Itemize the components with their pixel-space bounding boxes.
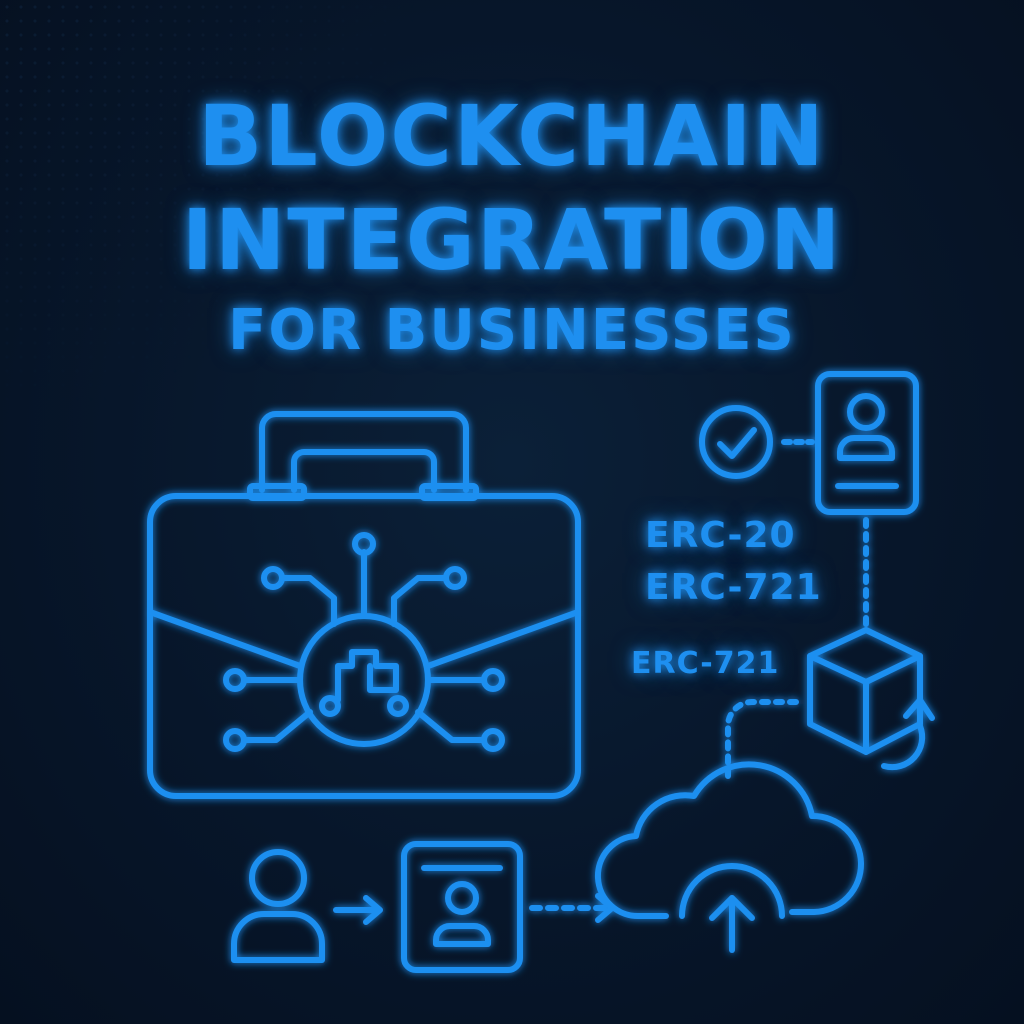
title-line-2: INTEGRATION xyxy=(181,191,843,289)
checkmark-circle-icon xyxy=(699,405,773,479)
dashed-connector xyxy=(725,699,799,779)
briefcase-icon xyxy=(147,411,581,799)
user-icon xyxy=(231,849,325,963)
label-erc721-b: ERC-721 xyxy=(631,646,780,681)
arrow-right-icon xyxy=(333,895,383,925)
title-line-1: BLOCKCHAIN xyxy=(198,87,826,185)
label-erc20: ERC-20 xyxy=(645,515,796,556)
dashed-arrow-icon xyxy=(529,893,615,923)
label-erc721-a: ERC-721 xyxy=(645,567,822,608)
profile-document-icon xyxy=(401,841,523,973)
id-card-icon xyxy=(815,371,919,515)
cube-icon xyxy=(807,627,935,771)
title-line-3: FOR BUSINESSES xyxy=(228,298,796,363)
cloud-upload-icon xyxy=(595,761,864,953)
circuit-icon xyxy=(223,532,505,752)
